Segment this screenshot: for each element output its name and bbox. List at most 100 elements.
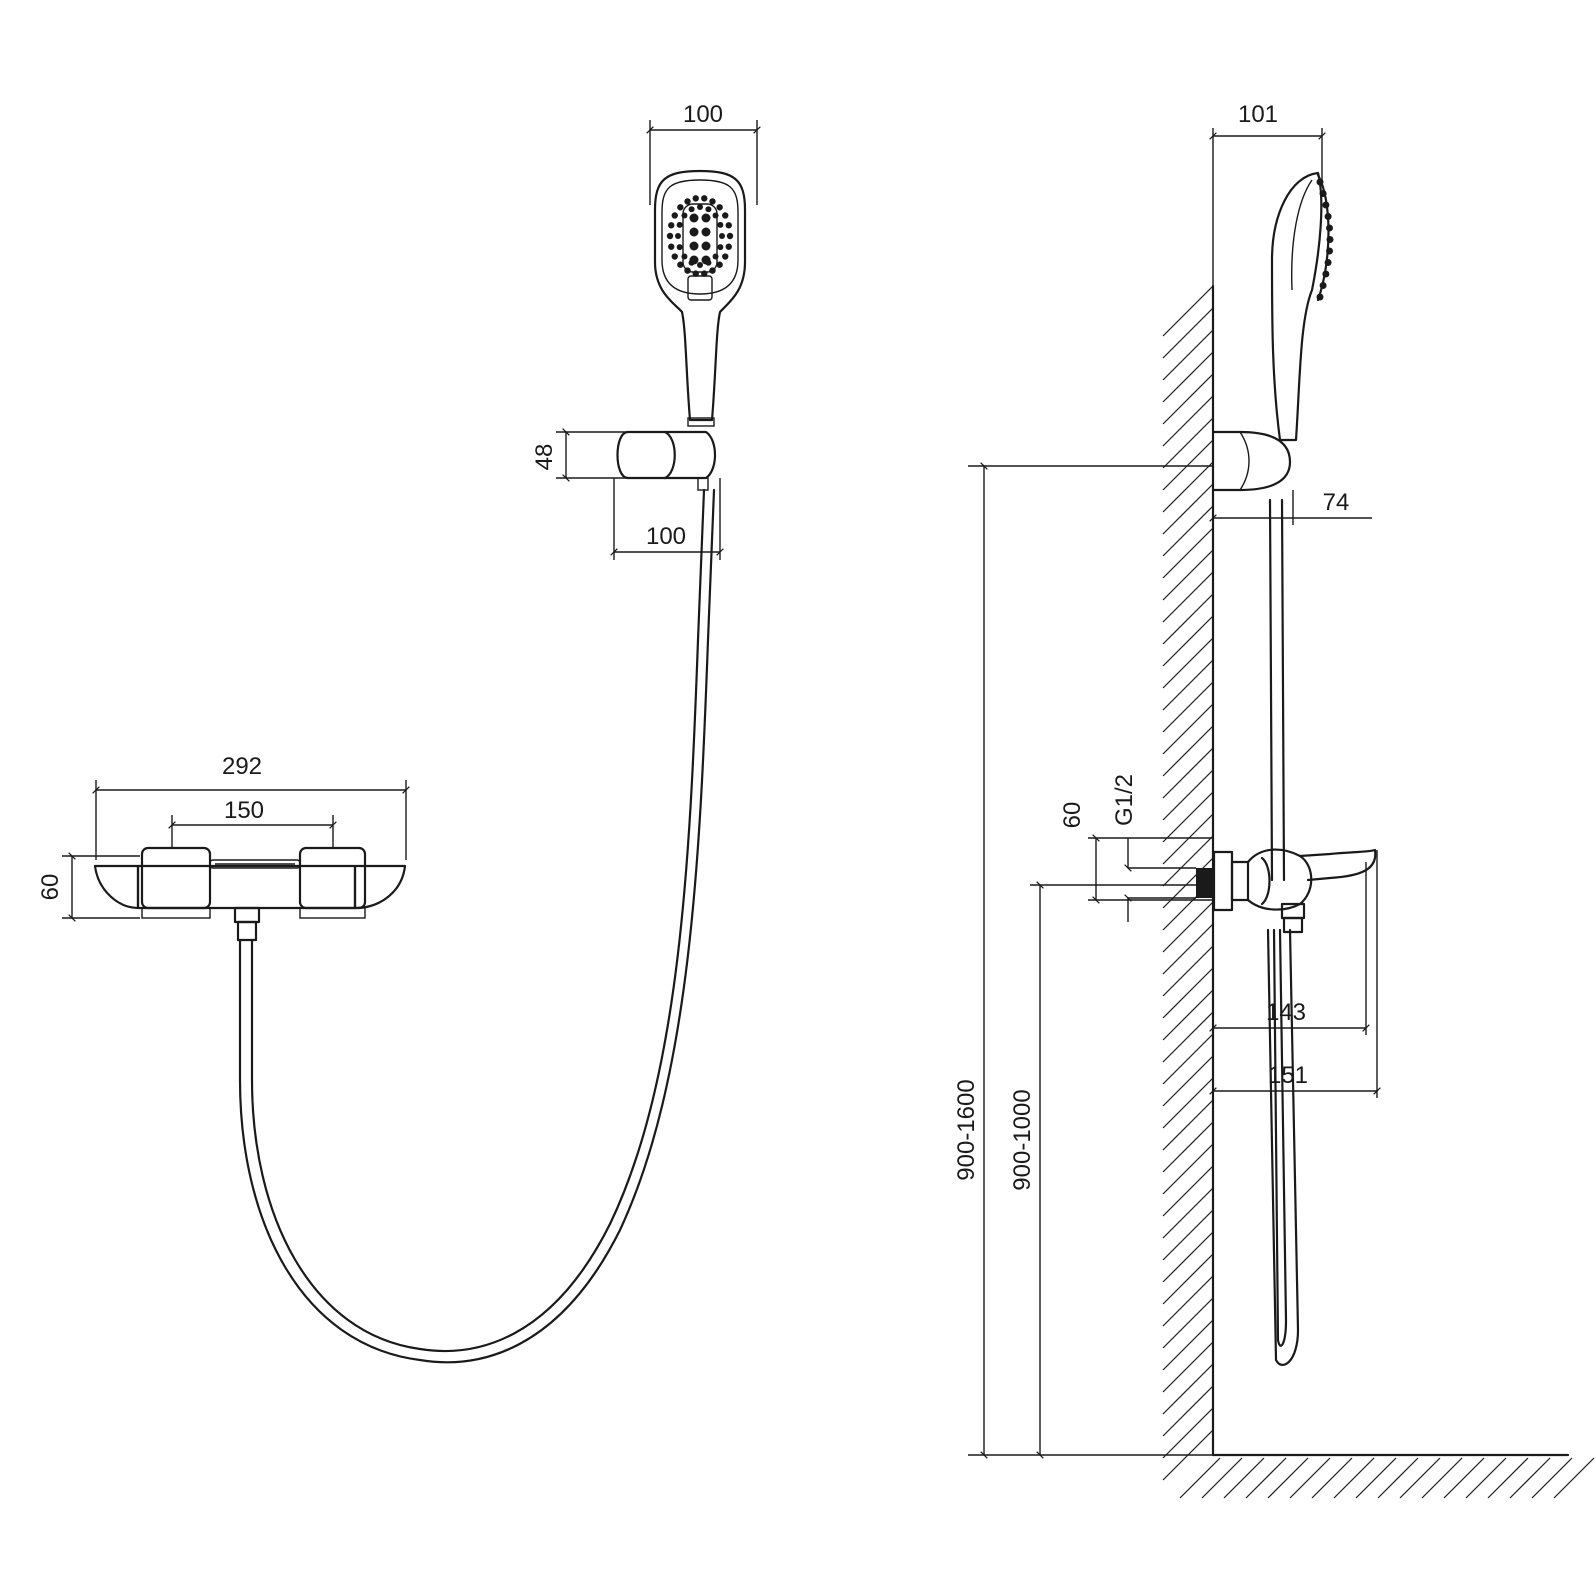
- side-nozzle: [1322, 270, 1330, 278]
- hatch-line: [1162, 1165, 1214, 1217]
- nozzle: [722, 253, 729, 260]
- hatch-line: [1355, 1457, 1397, 1499]
- nozzle: [677, 261, 684, 268]
- hatch-line: [1162, 747, 1214, 799]
- hatch-line: [1162, 1275, 1214, 1327]
- dim-label: 100: [683, 101, 723, 128]
- nozzle: [712, 212, 719, 219]
- nozzle: [692, 195, 699, 202]
- mixer-front: [93, 846, 407, 942]
- hatch-line: [1162, 637, 1214, 689]
- nozzle: [701, 241, 711, 251]
- nozzle: [676, 244, 683, 251]
- hatch-line: [1162, 945, 1214, 997]
- nozzle-pattern: [666, 195, 734, 277]
- hatch-line: [1162, 1099, 1214, 1151]
- hatch-line: [1487, 1457, 1529, 1499]
- nozzle: [666, 232, 674, 240]
- hatch-line: [1201, 1457, 1243, 1499]
- nozzle: [705, 206, 712, 213]
- hatch-line: [1245, 1457, 1287, 1499]
- side-nozzle: [1326, 247, 1334, 255]
- dim-holder-height: 48: [531, 428, 640, 482]
- dim-head-width-front: 100: [646, 101, 761, 205]
- wall-hatching: [1162, 285, 1214, 1481]
- hatch-line: [1223, 1457, 1265, 1499]
- hatch-line: [1162, 549, 1214, 601]
- hatch-line: [1162, 395, 1214, 447]
- hatch-line: [1311, 1457, 1353, 1499]
- hatch-line: [1399, 1457, 1441, 1499]
- dim-thread: G1/2: [1111, 774, 1196, 922]
- nozzle: [716, 204, 723, 211]
- hatch-line: [1333, 1457, 1375, 1499]
- hatch-line: [1162, 505, 1214, 557]
- shower-hose: [238, 488, 716, 1364]
- hatch-line: [1162, 1121, 1214, 1173]
- nozzle: [689, 227, 699, 237]
- nozzle: [717, 221, 724, 228]
- shower-holder-front: [616, 430, 717, 491]
- hatch-line: [1162, 1187, 1214, 1239]
- nozzle: [671, 212, 678, 219]
- nozzle: [689, 255, 699, 265]
- side-nozzle: [1316, 293, 1324, 301]
- nozzle: [716, 261, 723, 268]
- dim-label: 48: [531, 444, 558, 471]
- nozzle: [717, 244, 724, 251]
- nozzle: [697, 262, 703, 268]
- side-nozzle: [1322, 201, 1330, 209]
- hatch-line: [1289, 1457, 1331, 1499]
- hatch-line: [1162, 417, 1214, 469]
- dim-label: G1/2: [1111, 774, 1138, 826]
- dim-mixer-height: 60: [37, 852, 140, 922]
- dim-mixer-range: 900-1000: [1009, 881, 1196, 1459]
- floor-hatching: [1179, 1457, 1595, 1499]
- nozzle: [684, 198, 691, 205]
- dim-mixer-centers: 150: [168, 797, 337, 848]
- nozzle: [689, 213, 699, 223]
- dim-holder-depth: 100: [610, 478, 724, 560]
- hatch-line: [1162, 835, 1214, 887]
- nozzle: [668, 243, 675, 250]
- side-nozzle: [1324, 259, 1332, 266]
- dim-connection-height: 60: [1059, 802, 1212, 904]
- nozzle: [725, 243, 732, 250]
- hatch-line: [1162, 483, 1214, 535]
- hatch-line: [1443, 1457, 1485, 1499]
- side-nozzles: [1316, 178, 1334, 301]
- dim-label: 100: [646, 523, 686, 550]
- nozzle: [701, 270, 708, 277]
- hatch-line: [1162, 571, 1214, 623]
- dim-label: 143: [1266, 999, 1306, 1026]
- hatch-line: [1162, 1209, 1214, 1261]
- hatch-line: [1162, 1055, 1214, 1107]
- nozzle: [668, 222, 675, 229]
- nozzle: [725, 222, 732, 229]
- dim-mixer-width: 292: [92, 753, 410, 860]
- hatch-line: [1162, 439, 1214, 491]
- hatch-line: [1421, 1457, 1463, 1499]
- dim-spout-143: 143: [1209, 862, 1370, 1035]
- hatch-line: [1162, 1385, 1214, 1437]
- hatch-line: [1162, 373, 1214, 425]
- hatch-line: [1162, 593, 1214, 645]
- nozzle: [701, 213, 711, 223]
- hatch-line: [1162, 1407, 1214, 1459]
- dim-label: 74: [1323, 489, 1350, 516]
- hose-side: [1268, 498, 1274, 882]
- hatch-line: [1267, 1457, 1309, 1499]
- nozzle: [688, 206, 695, 213]
- hatch-line: [1162, 1231, 1214, 1283]
- side-nozzle: [1319, 190, 1327, 197]
- hatch-line: [1162, 813, 1214, 865]
- hatch-line: [1162, 615, 1214, 667]
- hatch-line: [1179, 1457, 1221, 1499]
- hatch-line: [1162, 769, 1214, 821]
- hatch-line: [1162, 1363, 1214, 1415]
- hand-shower-side: [1270, 171, 1334, 442]
- hatch-line: [1162, 1011, 1214, 1063]
- dim-spout-151: 151: [1209, 850, 1381, 1098]
- side-nozzle: [1319, 282, 1327, 289]
- hatch-line: [1162, 1077, 1214, 1129]
